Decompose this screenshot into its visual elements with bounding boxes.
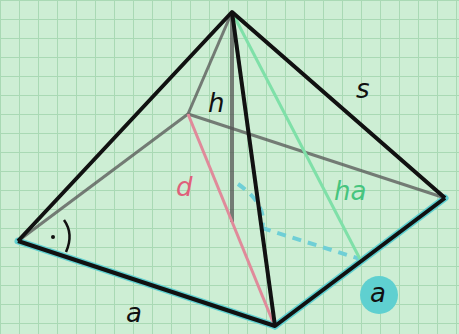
hidden-edge xyxy=(188,114,445,198)
hidden-edge xyxy=(18,114,188,241)
side-label: a xyxy=(370,280,386,306)
height-line xyxy=(230,12,234,222)
visible-edge xyxy=(232,12,275,326)
side-label: a xyxy=(126,300,142,326)
angle-dot xyxy=(51,235,55,239)
visible-edge xyxy=(18,198,445,326)
edge-label: s xyxy=(356,76,370,102)
slant-height-label: ha xyxy=(334,178,366,204)
angle-arc xyxy=(64,220,70,252)
diagonal-label: d xyxy=(176,174,193,200)
visible-edge xyxy=(18,12,445,241)
slant-height xyxy=(232,12,360,259)
highlight-circle xyxy=(360,276,398,314)
height-label: h xyxy=(208,90,224,116)
